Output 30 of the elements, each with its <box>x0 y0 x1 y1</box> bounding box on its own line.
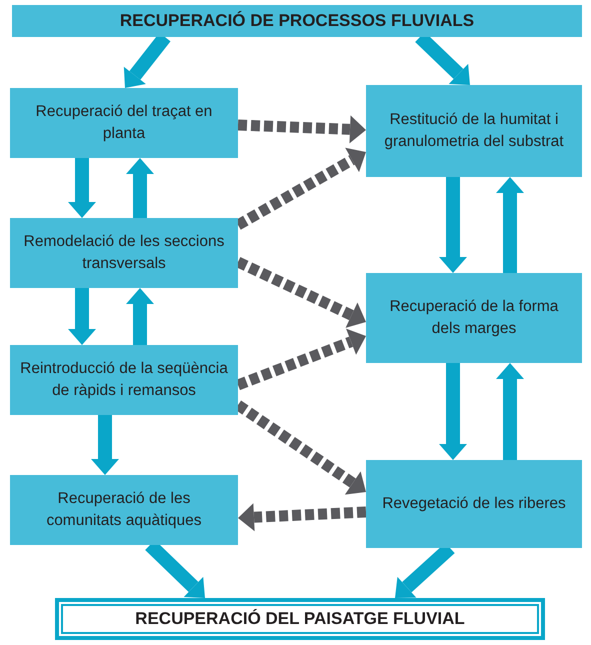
arrow <box>236 328 366 390</box>
heading-text: RECUPERACIÓ DEL PAISATGE FLUVIAL <box>135 608 465 630</box>
box-label: Restitució de la humitat i granulometria del substrat <box>383 110 565 152</box>
heading-box <box>12 5 582 37</box>
box-label: Recuperació del traçat en planta <box>34 102 214 144</box>
arrow <box>68 288 96 345</box>
arrow <box>91 415 119 475</box>
arrow <box>238 115 366 144</box>
arrow <box>238 503 366 532</box>
arrow <box>496 363 524 460</box>
process-box <box>366 85 582 177</box>
box-label: Reintroducció de la seqüència de ràpids i remansos <box>20 359 228 401</box>
process-box <box>10 475 238 545</box>
process-box <box>366 273 582 363</box>
box-label: Revegetació de les riberes <box>382 494 566 514</box>
arrow <box>126 288 154 345</box>
arrow <box>68 158 96 218</box>
process-box <box>10 218 238 288</box>
arrow <box>439 177 467 273</box>
heading-box <box>55 598 545 640</box>
box-label: Recuperació de la forma dels marges <box>388 297 560 339</box>
process-box <box>10 88 238 158</box>
arrow <box>439 363 467 460</box>
process-box <box>366 460 582 548</box>
process-box <box>10 345 238 415</box>
box-label: Remodelació de les seccions transversals <box>22 232 226 274</box>
arrow <box>496 177 524 273</box>
arrow <box>126 158 154 218</box>
heading-text: RECUPERACIÓ DE PROCESSOS FLUVIALS <box>120 10 474 32</box>
box-label: Recuperació de les comunitats aquàtiques <box>45 489 203 531</box>
